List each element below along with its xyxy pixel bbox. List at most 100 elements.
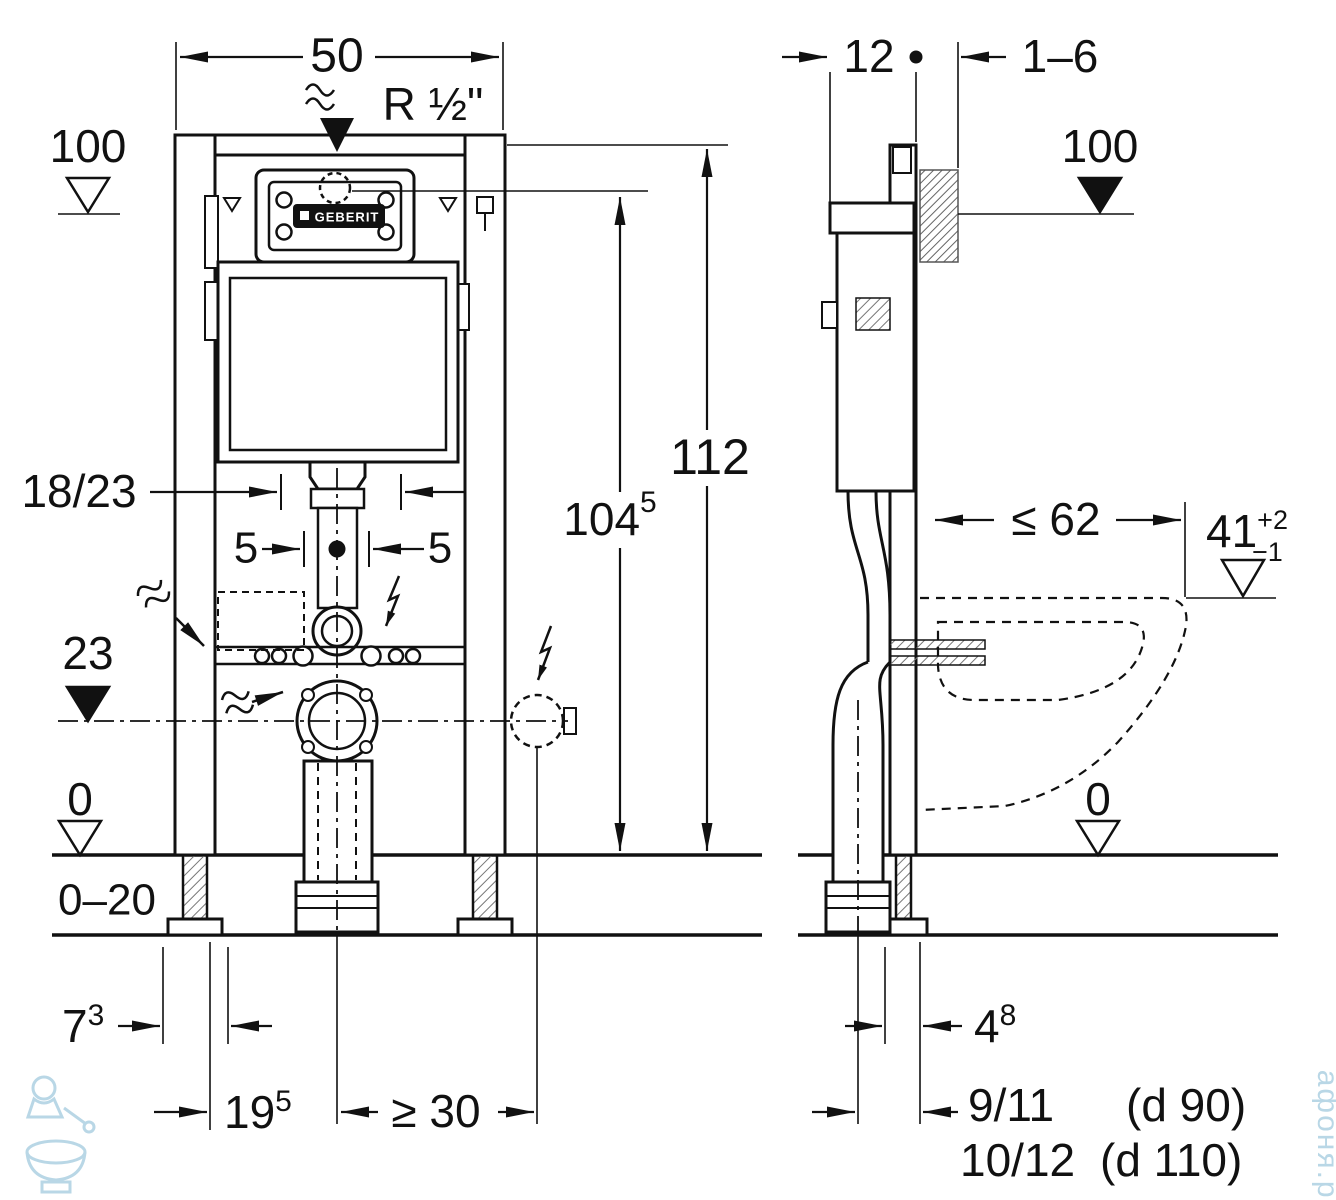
level-triangle-100-side bbox=[1076, 176, 1124, 215]
wall-hung-bowl-outline bbox=[919, 596, 1188, 812]
water-connection-label: R ½" bbox=[383, 78, 484, 130]
drain-d90-value: 9/11 bbox=[968, 1079, 1054, 1131]
elbow-inner-wall bbox=[878, 660, 892, 882]
valve-block bbox=[855, 297, 891, 331]
plate-screw bbox=[275, 223, 293, 241]
drain-d90-label: (d 90) bbox=[1126, 1079, 1246, 1131]
mascot-arm bbox=[63, 1106, 87, 1126]
flange-bolt bbox=[359, 688, 373, 702]
right-foot-rod bbox=[471, 853, 499, 921]
mascot-body bbox=[25, 1096, 65, 1119]
geberit-logo-plate bbox=[293, 204, 385, 228]
level-markers bbox=[56, 176, 1267, 858]
hose-arrow bbox=[251, 690, 284, 706]
finished-wall-section bbox=[919, 169, 959, 263]
dim-label-1045: 1045 bbox=[563, 486, 656, 546]
drain-d110-value: 10/12 bbox=[960, 1134, 1075, 1186]
cistern-lid-side bbox=[828, 201, 916, 235]
labels: 50 R ½" 100 1045 112 18/23 5 5 23 0 0–20… bbox=[21, 30, 1288, 1187]
mascot-toilet-rim bbox=[25, 1139, 87, 1165]
floor-lines bbox=[52, 853, 1278, 937]
left-foot-plate bbox=[166, 917, 224, 937]
flange-bolt bbox=[301, 740, 315, 754]
rod-hole bbox=[292, 645, 314, 667]
drawing-root: 50 R ½" 100 1045 112 18/23 5 5 23 0 0–20… bbox=[21, 30, 1336, 1200]
fixing-hole bbox=[253, 647, 271, 665]
elbow-outer-wall bbox=[831, 660, 869, 882]
bowl-inner-profile bbox=[936, 620, 1145, 702]
drain-d110-label: (d 110) bbox=[1100, 1134, 1242, 1186]
extension-lines bbox=[58, 42, 1276, 1130]
outlet-tube bbox=[302, 759, 374, 884]
mascot-toilet-base bbox=[40, 1180, 72, 1194]
fixing-hole bbox=[270, 647, 288, 665]
flush-actuator-plate bbox=[254, 168, 416, 264]
dim-dot-12 bbox=[909, 50, 923, 64]
hose-wave-icon bbox=[220, 690, 255, 714]
service-box-mark bbox=[476, 196, 494, 214]
dim-label-1823: 18/23 bbox=[21, 465, 136, 517]
side-foot-rod bbox=[894, 853, 913, 921]
dim-label-5-left: 5 bbox=[234, 524, 258, 573]
level-label-100-side: 100 bbox=[1062, 120, 1139, 172]
level-label-0-front: 0 bbox=[67, 773, 93, 825]
level-triangle-100-front bbox=[64, 176, 112, 215]
lightning-icon bbox=[384, 575, 401, 627]
frame-crossbar bbox=[215, 645, 465, 667]
bend-outer-wall bbox=[846, 490, 870, 662]
fill-valve-strip bbox=[204, 281, 219, 341]
rail-top-fitting bbox=[892, 146, 912, 174]
hose-wave-icon bbox=[136, 579, 171, 608]
dim-label-112: 112 bbox=[670, 429, 750, 485]
mounting-frame bbox=[166, 133, 514, 937]
mascot-plunger bbox=[82, 1120, 96, 1134]
water-wave-icon bbox=[304, 83, 336, 111]
lightning-icon bbox=[536, 625, 553, 681]
actuator-reference-circle bbox=[318, 171, 352, 205]
flexible-hose-symbols bbox=[136, 83, 336, 714]
dim-label-195: 195 bbox=[224, 1085, 292, 1138]
geberit-logo-text: GEBERIT bbox=[315, 210, 380, 225]
rod-hole bbox=[360, 645, 382, 667]
level-label-0-side: 0 bbox=[1085, 773, 1111, 825]
level-triangle-0-front bbox=[56, 819, 104, 858]
center-reference-dot bbox=[328, 540, 346, 558]
cistern-body-side bbox=[835, 231, 916, 493]
dim-label-41: 41+2−1 bbox=[1206, 505, 1288, 567]
dim-label-ge30: ≥ 30 bbox=[391, 1085, 480, 1137]
plate-screw bbox=[275, 191, 293, 209]
bend-inner-wall bbox=[874, 490, 892, 650]
cistern-bracket bbox=[821, 301, 838, 329]
dim-label-16: 1–6 bbox=[1022, 30, 1099, 82]
side-cistern bbox=[821, 201, 916, 493]
level-triangle-41 bbox=[1219, 558, 1267, 599]
watermark-mascot bbox=[25, 1075, 96, 1194]
mascot-head bbox=[31, 1075, 57, 1101]
cistern bbox=[216, 260, 460, 464]
plate-screw bbox=[377, 191, 395, 209]
dim-label-50: 50 bbox=[310, 30, 363, 83]
water-level-mark bbox=[222, 197, 242, 213]
level-label-23: 23 bbox=[62, 627, 113, 679]
fixing-hole bbox=[404, 647, 422, 665]
dim-label-le62: ≤ 62 bbox=[1011, 493, 1100, 545]
dim-label-73: 73 bbox=[62, 999, 104, 1052]
flange-bolt bbox=[301, 688, 315, 702]
hose-arrow bbox=[175, 617, 205, 647]
water-supply-arrow bbox=[320, 118, 354, 152]
water-level-mark bbox=[438, 197, 458, 213]
geberit-logo-mark bbox=[300, 211, 309, 220]
fixing-hole bbox=[387, 647, 405, 665]
right-foot-plate bbox=[456, 917, 514, 937]
frame-right-rail bbox=[463, 133, 507, 857]
mascot-toilet-bowl bbox=[25, 1151, 87, 1182]
text-backgrounds bbox=[303, 33, 1116, 548]
bowl-outer-profile bbox=[919, 596, 1188, 812]
optional-connection-box bbox=[217, 591, 305, 651]
level-triangle-0-side bbox=[1074, 819, 1122, 858]
cistern-panel bbox=[228, 276, 448, 452]
level-label-100-front: 100 bbox=[50, 120, 127, 172]
dim-label-5-right: 5 bbox=[428, 524, 452, 573]
floor-range-label: 0–20 bbox=[58, 876, 156, 925]
